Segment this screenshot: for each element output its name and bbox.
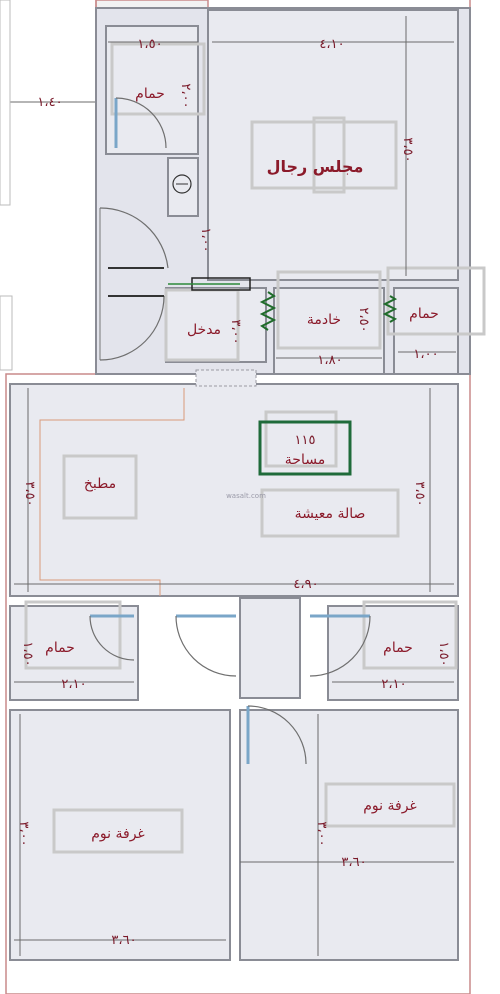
window-spring [382, 295, 398, 323]
bath-top-label: حمام [135, 86, 165, 102]
door-main-left [99, 207, 169, 361]
dim-label: ٣،٦٠ [111, 933, 136, 948]
door-entrance-top [168, 277, 251, 291]
bath-mid-right-label: حمام [383, 640, 413, 656]
dim-label: ١،٠٠ [198, 227, 213, 252]
bed-left-label: غرفة نوم [91, 826, 145, 842]
maid-room [273, 287, 385, 375]
dim-label: ٢،١٠ [61, 677, 86, 692]
door-mid-left [89, 614, 135, 661]
majlis-label: مجلس رجال [267, 157, 364, 176]
tag-frame [362, 600, 458, 670]
tag-frame [264, 410, 338, 468]
door-bed-right [246, 705, 307, 765]
dim-label: ١،٥٠ [137, 37, 162, 52]
majlis-room [207, 9, 459, 281]
window-spring [259, 291, 277, 331]
kitchen-label: مطبخ [84, 476, 116, 492]
dim-label: ٢،١٠ [381, 677, 406, 692]
left-neighbor-mid [0, 295, 13, 371]
duct [167, 157, 199, 217]
door-corridor-left [175, 614, 237, 677]
tag-frame [24, 600, 122, 670]
tag-frame [250, 120, 398, 190]
bed-left-room [9, 709, 231, 961]
left-neighbor-top [0, 0, 11, 206]
dim-label: ١،٨٠ [317, 353, 342, 368]
dim-label: ٢،٠٠ [178, 83, 193, 108]
tag-frame [62, 454, 138, 520]
dim-label: ٢،٥٠ [356, 307, 371, 332]
dim-label: ١،٥٠ [436, 641, 451, 666]
dim-label: ٣،٥٠ [400, 137, 415, 162]
entrance-room [165, 287, 267, 363]
water-heater-icon [172, 174, 192, 194]
watermark: wasalt.com [226, 492, 266, 500]
dim-label: ١،٥٠ [20, 641, 35, 666]
bed-right-room [239, 709, 459, 961]
tag-frame [110, 42, 206, 116]
area-box [258, 420, 352, 476]
corridor [239, 597, 301, 699]
dim-label: ١،٤٠ [37, 95, 62, 110]
dim-label: ٣،٦٠ [341, 855, 366, 870]
dim-label: ٤،٩٠ [293, 577, 318, 592]
area-label: مساحة [285, 452, 325, 468]
living-label: صالة معيشة [295, 506, 366, 522]
dim-label: ٣،٥٠ [22, 481, 37, 506]
dim-label: ٣،٠٠ [228, 319, 243, 344]
dim-label: ٣،٠٠ [314, 821, 329, 846]
tag-frame [324, 782, 456, 828]
opening-top [195, 369, 257, 387]
dim-label: ٣،٥٠ [412, 481, 427, 506]
bath-right-label: حمام [409, 306, 439, 322]
bed-right-label: غرفة نوم [363, 798, 417, 814]
area-value: ١١٥ [295, 433, 316, 448]
bath-mid-left-label: حمام [45, 640, 75, 656]
door-bath-top [114, 97, 167, 149]
maid-label: خادمة [307, 312, 341, 328]
tag-frame [276, 270, 382, 350]
dim-label: ٣،٠٠ [16, 821, 31, 846]
tag-frame [386, 266, 486, 336]
bath-mid-right-room [327, 605, 459, 701]
bath-mid-left-room [9, 605, 139, 701]
door-corridor-right [309, 614, 371, 677]
entrance-label: مدخل [187, 322, 221, 338]
tag-frame [260, 488, 400, 538]
tag-frame [312, 116, 346, 194]
tag-frame [52, 808, 184, 854]
bath-right-room [393, 287, 459, 375]
kitchen-outline [39, 388, 185, 596]
dim-label: ٤،١٠ [319, 37, 344, 52]
dim-label: ١،٠٠ [413, 347, 438, 362]
bath-top-room [105, 25, 199, 155]
